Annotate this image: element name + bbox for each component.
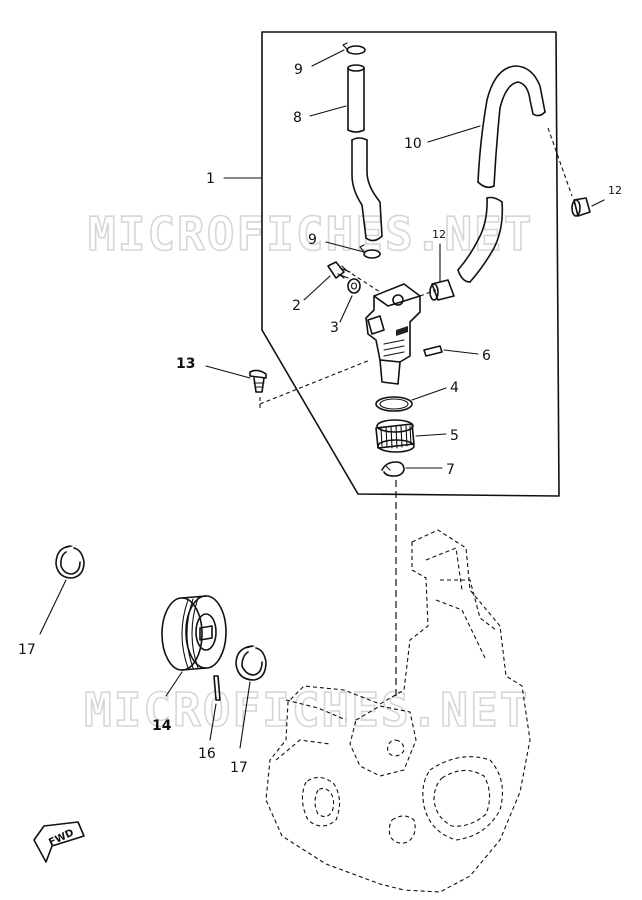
callout-7: 7 — [446, 462, 455, 478]
hose-long — [457, 65, 546, 283]
callout-8: 8 — [293, 110, 302, 126]
cap-lower — [429, 279, 455, 301]
leader-lines — [39, 49, 605, 749]
crankcase-phantom — [265, 529, 531, 893]
callout-4: 4 — [450, 380, 459, 396]
clip-upper — [342, 42, 366, 55]
callout-16: 16 — [198, 746, 216, 762]
circlip-gear — [381, 461, 405, 477]
drive-gear — [375, 419, 415, 453]
callout-5: 5 — [450, 428, 459, 444]
hose-short — [347, 64, 383, 242]
washer — [347, 278, 361, 294]
svg-text:FWD: FWD — [47, 828, 75, 849]
callout-9-lower: 9 — [308, 232, 317, 248]
callout-3: 3 — [330, 320, 339, 336]
dowel-pin — [423, 345, 443, 357]
callout-17-left: 17 — [18, 642, 36, 658]
bolt — [327, 261, 351, 279]
callout-10: 10 — [404, 136, 422, 152]
o-ring — [375, 396, 413, 412]
callout-12-lower: 12 — [432, 228, 446, 241]
callout-13: 13 — [176, 356, 195, 372]
circlip-left — [55, 545, 85, 579]
callout-17-right: 17 — [230, 760, 248, 776]
screw-connector-line — [259, 359, 371, 408]
pulley — [161, 595, 227, 671]
callout-2: 2 — [292, 298, 301, 314]
watermark-lower: MICROFICHES.NET — [84, 683, 529, 737]
callout-6: 6 — [482, 348, 491, 364]
circlip-right — [235, 645, 267, 681]
oil-pump-body — [345, 269, 437, 385]
assembly-frame — [261, 31, 560, 497]
cap-upper-right — [547, 127, 591, 217]
callout-12-right: 12 — [608, 184, 622, 197]
pin-small — [213, 675, 221, 701]
callout-14: 14 — [152, 718, 172, 734]
callout-9-upper: 9 — [294, 62, 303, 78]
callout-1: 1 — [206, 171, 215, 187]
watermark-upper: MICROFICHES.NET — [88, 207, 533, 261]
screw — [249, 369, 267, 393]
fwd-arrow: FWD — [33, 821, 85, 863]
